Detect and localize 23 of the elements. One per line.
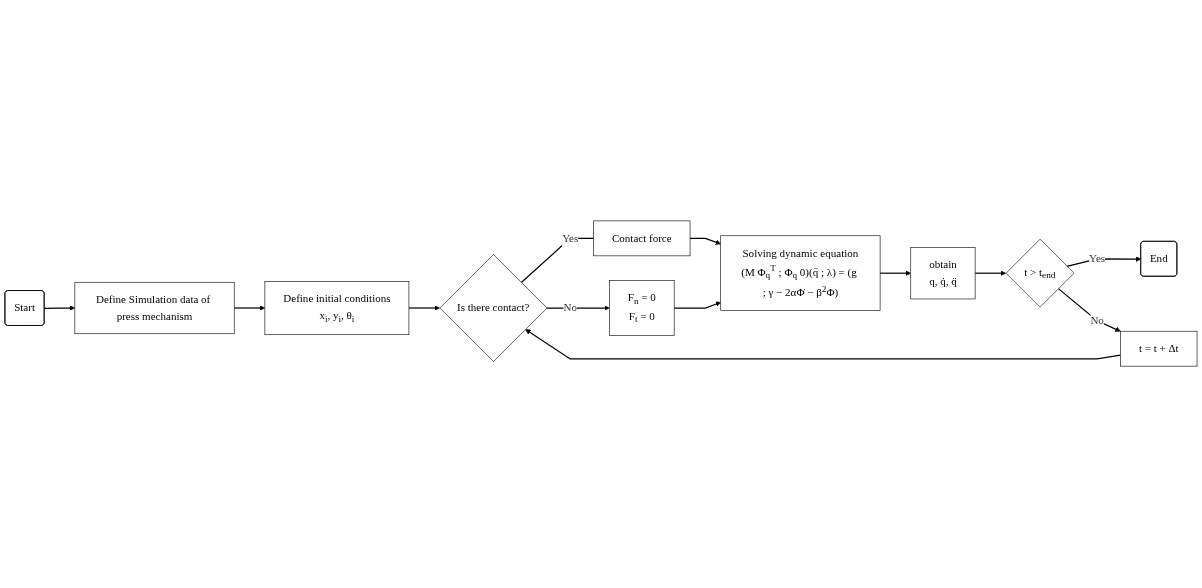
node-box: obtain q, q̇, q̈	[910, 247, 976, 300]
node-box: F$_{n}$ = 0 F$_{t}$ = 0	[609, 280, 675, 337]
edge-label: Yes	[562, 232, 579, 245]
arrow	[673, 302, 721, 310]
node-diamond: t > t$_{end}$	[1005, 239, 1075, 308]
arrow	[43, 305, 76, 312]
arrow	[879, 270, 911, 277]
node-box: Define Simulation data of press mechanism	[74, 282, 235, 335]
node-box: t = t + Δt	[1120, 331, 1198, 367]
edge-label: No	[1090, 314, 1104, 328]
node-box: Contact force	[593, 221, 691, 257]
edge-label: Yes	[1089, 252, 1106, 266]
arrow	[233, 305, 266, 312]
arrow	[1057, 288, 1121, 333]
node-box: Solving dynamic equation (M Φ$_{q}$$^{T}$ ; Φ$_{q}$ 0)(q̈ ; λ) = (g ; γ − 2αΦ̇ − β$^{2}$Φ)	[720, 235, 881, 312]
node-diamond: Is there contact?	[439, 254, 548, 363]
arrow	[525, 329, 1122, 361]
arrow	[546, 305, 610, 312]
arrow	[408, 305, 440, 312]
arrow	[974, 270, 1006, 277]
arrow	[689, 238, 721, 246]
edge-label: No	[563, 302, 577, 315]
node-box: Define initial conditions x$_{i}$, y$_{i}$, θ$_{i}$	[264, 281, 410, 336]
